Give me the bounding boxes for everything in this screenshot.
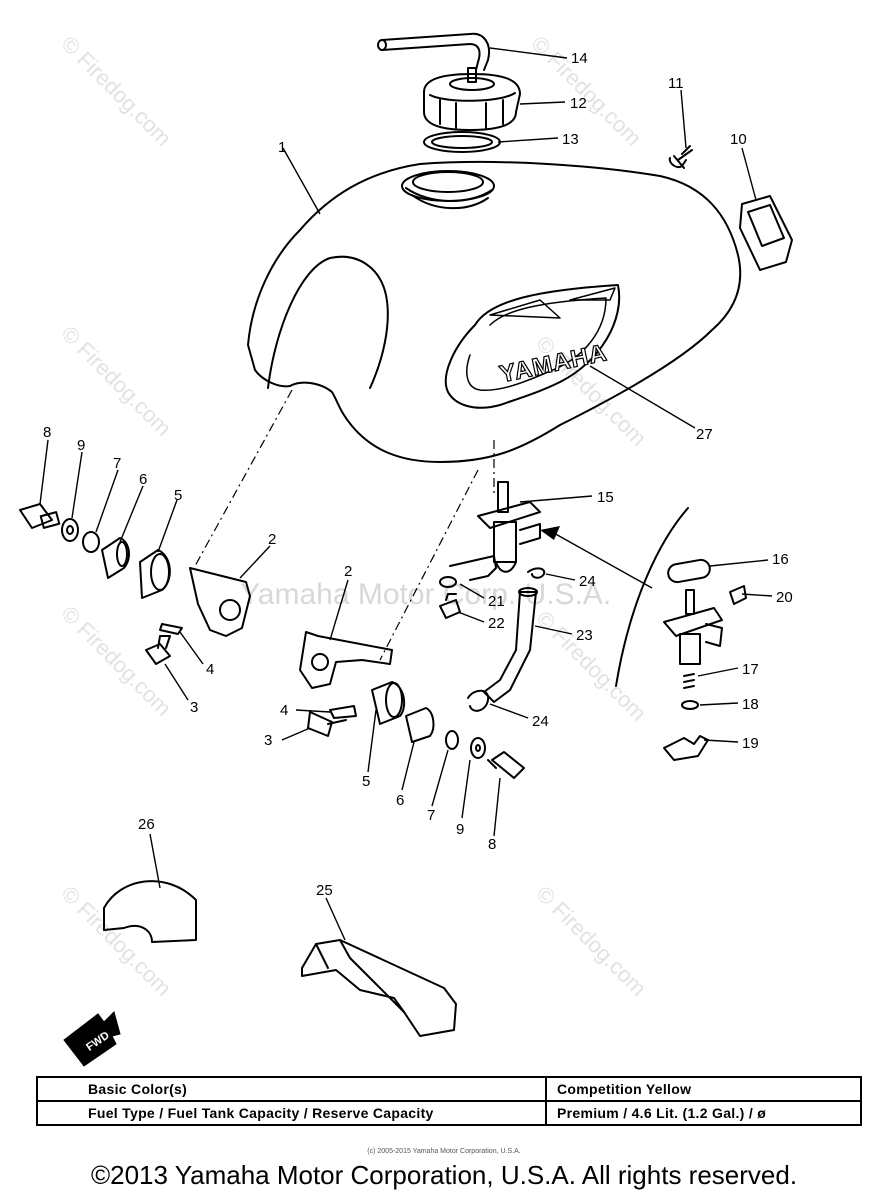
callout-7: 7 <box>427 807 435 824</box>
fuel-cock <box>477 501 541 529</box>
arrow-to-fuel-cock <box>551 531 653 589</box>
callout-18: 18 <box>742 696 759 713</box>
callout-13: 13 <box>562 131 579 148</box>
spec-table: Basic Color(s) Competition Yellow Fuel T… <box>36 1076 862 1126</box>
dash-line <box>194 389 293 567</box>
callout-7: 7 <box>113 455 121 472</box>
spec-value: Competition Yellow <box>545 1076 862 1102</box>
bolt-3-center <box>307 711 347 737</box>
nut-20 <box>729 585 747 605</box>
bolt-8-center <box>487 751 525 779</box>
fuel-hose <box>483 591 537 703</box>
nut-4-center <box>329 705 357 719</box>
callout-8: 8 <box>43 424 51 441</box>
callout-3: 3 <box>190 699 198 716</box>
callout-19: 19 <box>742 735 759 752</box>
o-ring-16 <box>667 558 711 584</box>
callout-4: 4 <box>280 702 288 719</box>
washer-21 <box>439 576 457 588</box>
callout-12: 12 <box>570 95 587 112</box>
callout-24: 24 <box>532 713 549 730</box>
watermark-text: © Firedog.com <box>56 321 176 441</box>
callout-16: 16 <box>772 551 789 568</box>
fwd-arrow-group: FWD <box>63 1011 121 1067</box>
dash-line <box>379 469 479 661</box>
callout-17: 17 <box>742 661 759 678</box>
callout-1: 1 <box>278 139 286 156</box>
watermark-text: © Firedog.com <box>531 881 651 1001</box>
callout-4: 4 <box>206 661 214 678</box>
callout-15: 15 <box>597 489 614 506</box>
collar-6-center <box>405 707 435 743</box>
tank-bracket-left <box>189 567 251 637</box>
cover-26 <box>103 880 197 943</box>
elbow-19 <box>663 735 709 761</box>
callout-21: 21 <box>488 593 505 610</box>
watermark-text: © Firedog.com <box>56 601 176 721</box>
center-watermark: Yamaha Motor Corp. U.S.A. <box>240 578 611 611</box>
callout-2: 2 <box>344 563 352 580</box>
callout-11: 11 <box>668 75 684 92</box>
table-row: Fuel Type / Fuel Tank Capacity / Reserve… <box>36 1100 862 1126</box>
small-copyright: (c) 2005-2015 Yamaha Motor Corporation, … <box>367 1148 521 1155</box>
callout-8: 8 <box>488 836 496 853</box>
bolt-3-left <box>145 635 171 665</box>
table-row: Basic Color(s) Competition Yellow <box>36 1076 862 1102</box>
fwd-arrow <box>63 1011 121 1067</box>
washer-7-center <box>445 730 459 750</box>
o-ring-18 <box>681 700 699 710</box>
washer-7-left <box>82 531 100 553</box>
callout-labels: 1 2 2 3 3 4 4 5 5 6 6 7 7 8 8 9 9 10 11 … <box>43 50 793 899</box>
watermark-text: © Firedog.com <box>531 606 651 726</box>
fuel-tank-body <box>247 160 742 463</box>
washer-9-center <box>470 737 486 759</box>
callout-2: 2 <box>268 531 276 548</box>
fuel-cap <box>423 73 521 131</box>
spec-label: Basic Color(s) <box>36 1076 547 1102</box>
callout-23: 23 <box>576 627 593 644</box>
callout-20: 20 <box>776 589 793 606</box>
breather-cover <box>739 195 793 271</box>
assembly-divider <box>615 507 689 687</box>
callout-9: 9 <box>77 437 85 454</box>
callout-5: 5 <box>174 487 182 504</box>
callout-24: 24 <box>579 573 596 590</box>
callout-22: 22 <box>488 615 505 632</box>
callout-10: 10 <box>730 131 747 148</box>
washer-9-left <box>61 518 79 542</box>
nut-4-left <box>159 623 183 635</box>
vent-hose <box>381 32 490 71</box>
tank-bracket-center <box>299 631 393 689</box>
spec-value: Premium / 4.6 Lit. (1.2 Gal.) / ø <box>545 1100 862 1126</box>
callout-26: 26 <box>138 816 155 833</box>
callout-25: 25 <box>316 882 333 899</box>
bolt-22 <box>439 593 461 619</box>
hose-clip-24-upper <box>527 567 546 579</box>
callout-5: 5 <box>362 773 370 790</box>
watermark-group: © Firedog.com © Firedog.com © Firedog.co… <box>56 31 651 1001</box>
callout-9: 9 <box>456 821 464 838</box>
footer-copyright: ©2013 Yamaha Motor Corporation, U.S.A. A… <box>90 1160 798 1190</box>
callout-6: 6 <box>396 792 404 809</box>
tank-emblem-frame <box>444 284 621 409</box>
spring-17 <box>683 673 695 689</box>
arrow-head <box>540 526 560 540</box>
collar-6-left <box>101 537 130 579</box>
spec-label: Fuel Type / Fuel Tank Capacity / Reserve… <box>36 1100 547 1126</box>
bolt-8-left <box>19 503 53 529</box>
callout-27: 27 <box>696 426 713 443</box>
callout-3: 3 <box>264 732 272 749</box>
fuel-cock-body-right <box>663 607 723 637</box>
callout-6: 6 <box>139 471 147 488</box>
hose-clip-24-lower <box>467 689 490 712</box>
watermark-text: © Firedog.com <box>56 31 176 151</box>
callout-14: 14 <box>571 50 588 67</box>
watermark-text: © Firedog.com <box>526 31 646 151</box>
fuel-tank-knee-recess <box>267 255 389 389</box>
